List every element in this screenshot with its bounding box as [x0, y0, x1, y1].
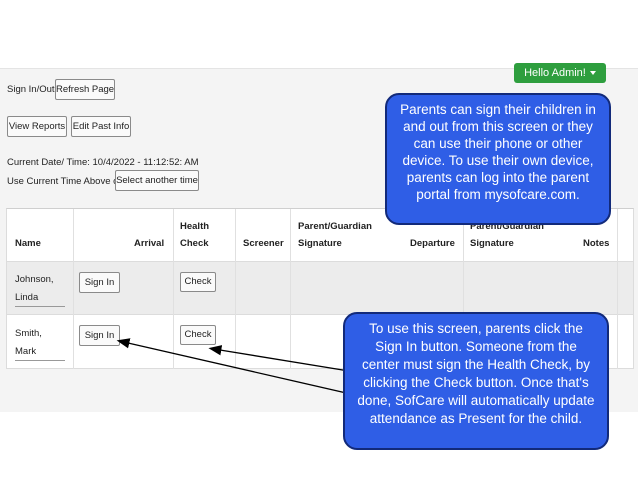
row-divider	[7, 314, 633, 315]
top-divider	[0, 68, 638, 69]
row2-name-underline	[15, 360, 65, 361]
column-divider	[463, 209, 464, 369]
callout-sign-in-instructions: To use this screen, parents click the Si…	[343, 312, 609, 450]
view-reports-button[interactable]: View Reports	[7, 116, 67, 137]
header-screener: Screener	[243, 238, 284, 249]
row1-last-name: Johnson,	[15, 274, 54, 285]
header-health-bottom: Check	[180, 238, 209, 249]
refresh-page-button[interactable]: Refresh Page	[55, 79, 115, 100]
callout-parent-portal-text: Parents can sign their children in and o…	[400, 102, 596, 202]
header-parent-bottom: Signature	[298, 238, 342, 249]
header-arrival: Arrival	[134, 238, 165, 249]
row1-sign-in-button[interactable]: Sign In	[79, 272, 120, 293]
column-divider	[173, 209, 174, 369]
callout-parent-portal: Parents can sign their children in and o…	[385, 93, 611, 225]
arrow-to-sign-in	[116, 338, 356, 396]
column-divider	[617, 209, 618, 369]
column-divider	[235, 209, 236, 369]
row2-last-name: Smith,	[15, 328, 42, 339]
callout-sign-in-text: To use this screen, parents click the Si…	[357, 321, 595, 426]
select-another-time-button[interactable]: Select another time	[115, 170, 199, 191]
row-divider	[7, 368, 633, 369]
arrow-to-check	[208, 345, 356, 373]
header-parent-top: Parent/Guardian	[298, 221, 372, 232]
admin-menu-button[interactable]: Hello Admin!	[514, 63, 606, 83]
use-current-time-label: Use Current Time Above or	[7, 176, 122, 187]
column-divider	[73, 209, 74, 369]
current-date-time-label: Current Date/ Time: 10/4/2022 - 11:12:52…	[7, 157, 199, 168]
header-parent2-bottom: Signature	[470, 238, 514, 249]
row1-name-underline	[15, 306, 65, 307]
admin-label: Hello Admin!	[524, 67, 586, 79]
row2-check-button[interactable]: Check	[180, 325, 216, 345]
header-notes: Notes	[583, 238, 610, 249]
header-divider	[7, 261, 633, 262]
header-health-top: Health	[180, 221, 210, 232]
edit-past-info-button[interactable]: Edit Past Info	[71, 116, 131, 137]
header-departure: Departure	[410, 238, 455, 249]
row1-check-button[interactable]: Check	[180, 272, 216, 292]
caret-down-icon	[589, 71, 596, 76]
header-name: Name	[15, 238, 41, 249]
column-divider	[290, 209, 291, 369]
row2-first-name: Mark	[15, 346, 37, 357]
row1-first-name: Linda	[15, 292, 39, 303]
row2-sign-in-button[interactable]: Sign In	[79, 325, 120, 346]
header-parent2-top: Parent/Guardian	[470, 221, 544, 232]
sign-in-out-label: Sign In/Out	[7, 84, 55, 95]
